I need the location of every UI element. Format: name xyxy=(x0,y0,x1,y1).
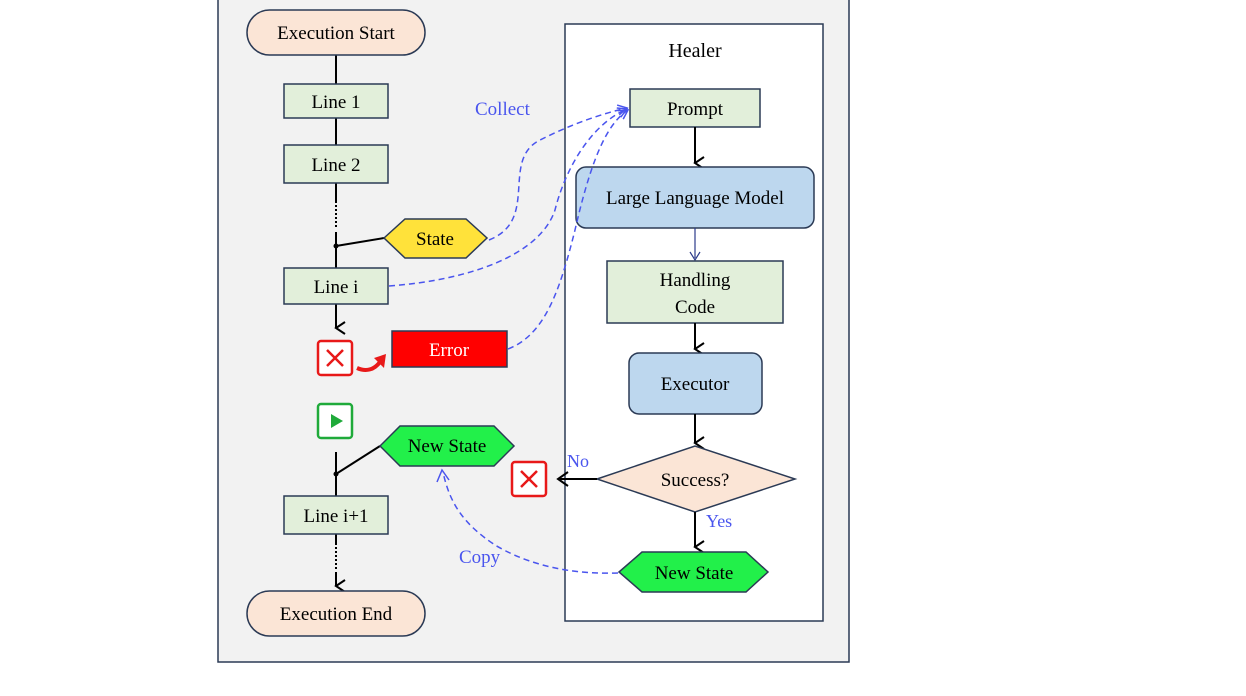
no-label: No xyxy=(567,451,589,471)
executor-label: Executor xyxy=(661,374,730,395)
handling-code-box xyxy=(606,260,784,324)
linei1-label: Line i+1 xyxy=(303,506,368,527)
success-diamond xyxy=(594,445,798,513)
new-state-hexagon-left xyxy=(378,425,516,467)
fail-icon-healer xyxy=(510,460,548,498)
copy-label: Copy xyxy=(459,547,501,568)
new-state-left-label: New State xyxy=(408,436,487,457)
linei1-box xyxy=(283,495,389,535)
fail-icon xyxy=(316,339,354,377)
healer-title: Healer xyxy=(668,40,722,62)
linei-box xyxy=(283,267,389,305)
execution-start-label: Execution Start xyxy=(277,23,395,44)
copy-path-head xyxy=(436,468,450,483)
new-state-hexagon-healer xyxy=(617,551,770,593)
new-state-healer-label: New State xyxy=(655,563,734,584)
execution-start-node xyxy=(246,9,426,56)
collect-label: Collect xyxy=(475,99,531,120)
collect-from-linei xyxy=(388,107,629,287)
linei-label: Line i xyxy=(314,277,359,298)
error-box xyxy=(391,330,508,368)
execution-end-label: Execution End xyxy=(280,604,393,625)
collect-from-error xyxy=(507,109,630,350)
yes-label: Yes xyxy=(706,511,732,531)
connector-success-no-head xyxy=(556,471,569,487)
state-hexagon xyxy=(382,218,489,259)
execution-end-node xyxy=(246,590,426,637)
handling-code-label-2: Code xyxy=(675,297,715,318)
new-state-branch-line xyxy=(335,445,381,475)
state-branch-line xyxy=(335,237,385,247)
line2-label: Line 2 xyxy=(311,155,360,176)
copy-path xyxy=(442,471,619,574)
success-label: Success? xyxy=(661,470,730,491)
run-icon xyxy=(316,402,354,440)
handling-code-label-1: Handling xyxy=(660,270,731,291)
state-label: State xyxy=(416,229,454,250)
error-arrow-icon xyxy=(356,354,386,372)
prompt-label: Prompt xyxy=(667,99,724,120)
connector-llm-handling-head xyxy=(689,251,701,262)
line1-label: Line 1 xyxy=(311,92,360,113)
line1-box xyxy=(283,83,389,119)
collect-from-state xyxy=(488,104,629,241)
line2-box xyxy=(283,144,389,184)
llm-label: Large Language Model xyxy=(606,188,784,209)
error-label: Error xyxy=(429,340,470,361)
